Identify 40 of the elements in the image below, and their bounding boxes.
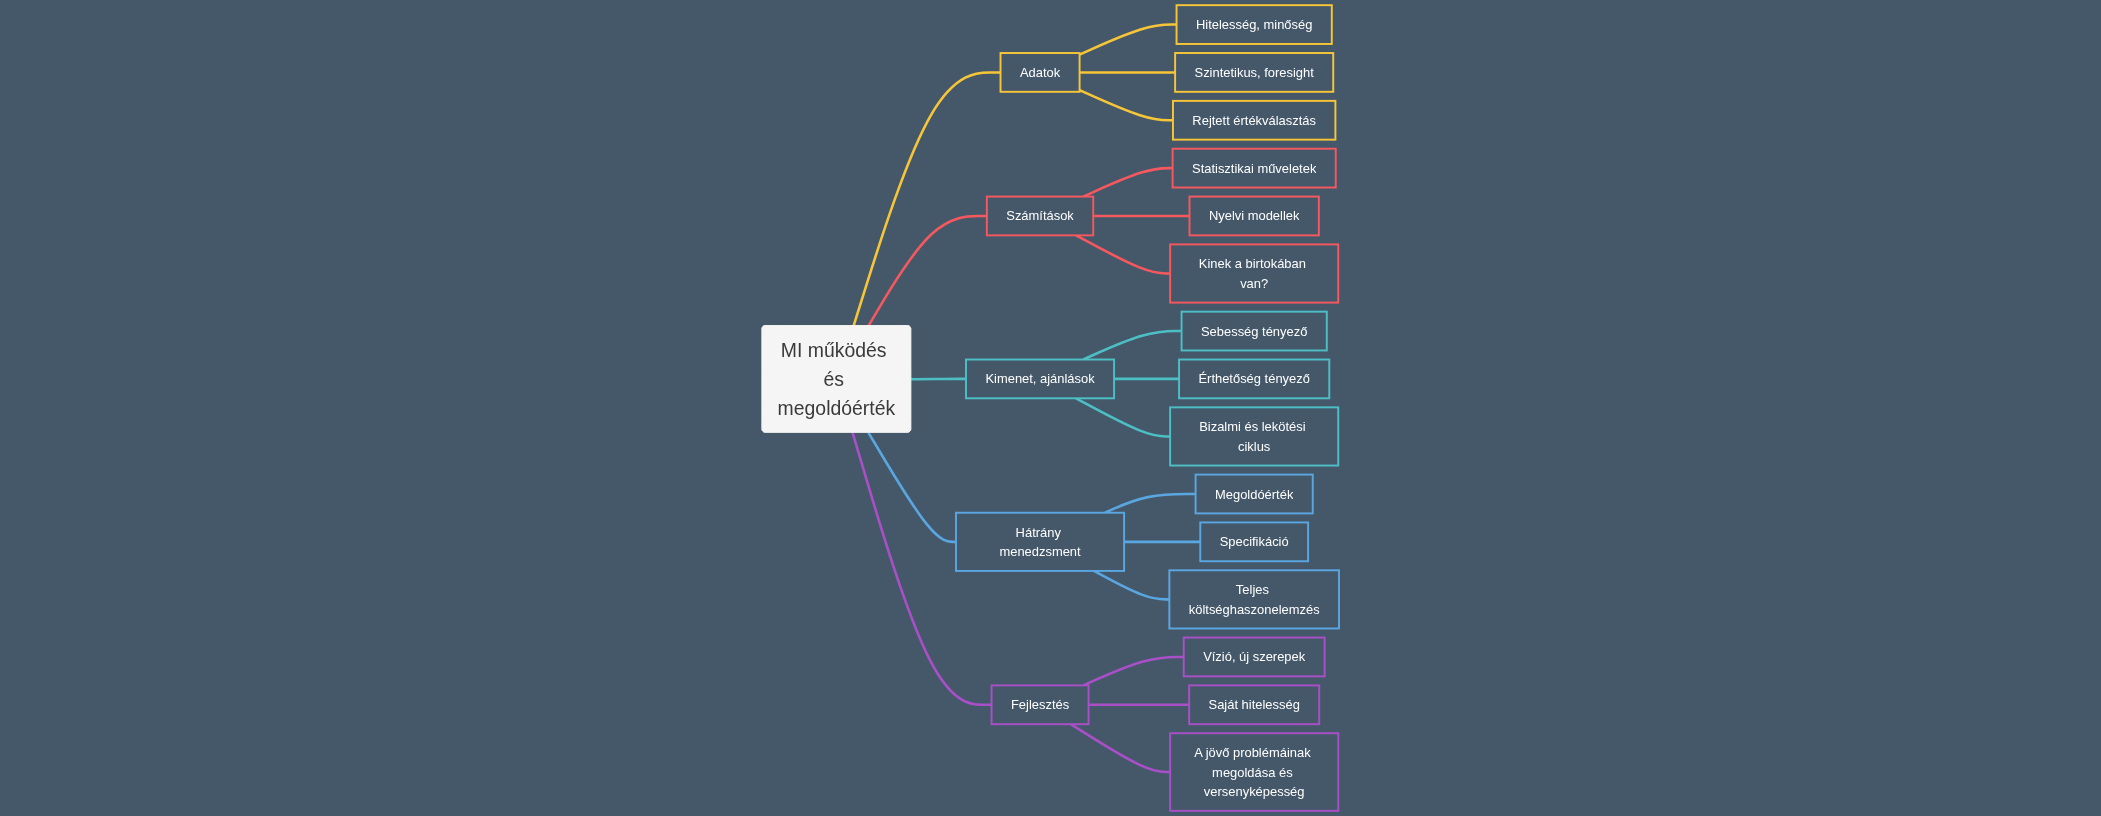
connector <box>1079 23 1177 56</box>
connector <box>911 377 966 381</box>
connector <box>1124 540 1201 544</box>
node-box: Kinek a birtokában van? <box>1169 243 1340 304</box>
connector <box>1088 703 1190 707</box>
node-box: Kimenet, ajánlások <box>965 358 1116 400</box>
connector <box>1093 214 1190 218</box>
connector <box>1104 492 1196 514</box>
connector <box>1082 655 1184 687</box>
connector <box>1093 569 1170 601</box>
connector <box>1114 377 1180 381</box>
connector <box>1082 329 1182 361</box>
node-box: Hitelesség, minőség <box>1175 4 1333 45</box>
connector <box>867 431 956 544</box>
node-box: Saját hitelesség <box>1188 684 1321 726</box>
node-box: Számítások <box>985 195 1095 237</box>
node-box: Vízió, új szerepek <box>1182 636 1326 678</box>
connector <box>852 71 1001 327</box>
connector <box>1082 166 1173 198</box>
connector <box>1079 71 1176 74</box>
node-box: Statisztikai műveletek <box>1171 147 1337 189</box>
node-box: Sebesség tényező <box>1180 310 1328 352</box>
node-box: Teljes költséghaszonelemzés <box>1168 569 1340 630</box>
node-box: Fejlesztés <box>990 684 1090 726</box>
connector <box>867 214 987 327</box>
node-box: Szintetikus, foresight <box>1174 52 1335 93</box>
connector <box>1075 234 1171 275</box>
node-box: Specifikáció <box>1199 521 1310 563</box>
node-box: Nyelvi modellek <box>1188 195 1320 237</box>
node-box: Érthetőség tényező <box>1178 358 1331 400</box>
connector <box>1070 723 1171 774</box>
node-box: Adatok <box>999 52 1081 93</box>
node-box: Hátrány menedzsment <box>955 511 1126 572</box>
node-box: Bizalmi és lekötési ciklus <box>1169 406 1340 467</box>
node-box: A jövő problémáinak megoldása és versenyképesség <box>1169 732 1340 812</box>
connector <box>851 432 992 707</box>
connector <box>1079 88 1173 122</box>
connector <box>1075 397 1171 438</box>
node-box: Rejtett értékválasztás <box>1172 99 1337 141</box>
node-box: Megoldóérték <box>1194 473 1314 515</box>
